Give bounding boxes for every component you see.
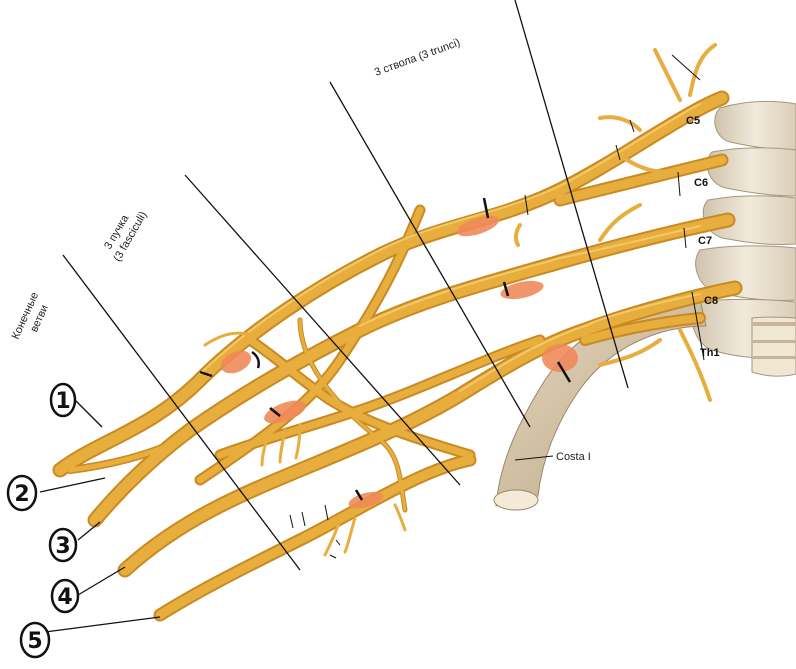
terminal-leader	[62, 254, 301, 571]
c8-leader	[691, 291, 705, 361]
branch-1-circle	[49, 382, 77, 418]
branch-4-number: 4	[57, 585, 72, 610]
fine-cut-marks	[289, 119, 687, 559]
root-label-c7: C7	[698, 235, 712, 247]
branch-3-leader	[77, 521, 101, 541]
root-label-th1: Th1	[700, 347, 720, 359]
costa-label: Costa I	[556, 451, 591, 463]
branch-5-circle	[19, 621, 51, 659]
branch-markers	[6, 382, 80, 659]
fascicles-leader	[184, 174, 461, 486]
vertebral-body	[751, 316, 796, 377]
leader-lines	[39, 0, 705, 633]
trunks-leader-1	[329, 81, 531, 428]
branch-5-leader	[44, 616, 161, 633]
vertebra-c6	[706, 147, 796, 197]
branch-1-number: 1	[55, 389, 70, 414]
root-label-c6: C6	[694, 177, 708, 189]
branch-2-leader	[39, 477, 106, 493]
branch-1-leader	[74, 399, 103, 428]
branch-3-circle	[48, 527, 78, 563]
vertebra-c5	[714, 100, 796, 151]
branch-4-circle	[50, 578, 80, 614]
branch-2-number: 2	[14, 482, 29, 507]
vertebral-column	[691, 100, 796, 377]
fascicles-label: 3 пучка (3 fasciculi)	[99, 203, 149, 264]
branch-3-number: 3	[55, 534, 70, 559]
division-highlights	[220, 215, 578, 509]
branch-4-leader	[77, 566, 126, 596]
trunks-label: 3 ствола (3 trunci)	[373, 37, 462, 79]
root-label-c8: C8	[704, 295, 718, 307]
nerve-plexus	[52, 43, 743, 622]
branch-5-number: 5	[27, 629, 42, 654]
cut-marks	[199, 197, 572, 501]
branch-2-circle	[6, 474, 38, 512]
costa-leader	[514, 455, 554, 461]
root-label-c5: C5	[686, 115, 700, 127]
trunks-leader-2	[514, 0, 629, 389]
c5-leader	[671, 54, 701, 81]
terminal-branches-label: Конечные ветви	[10, 288, 55, 347]
